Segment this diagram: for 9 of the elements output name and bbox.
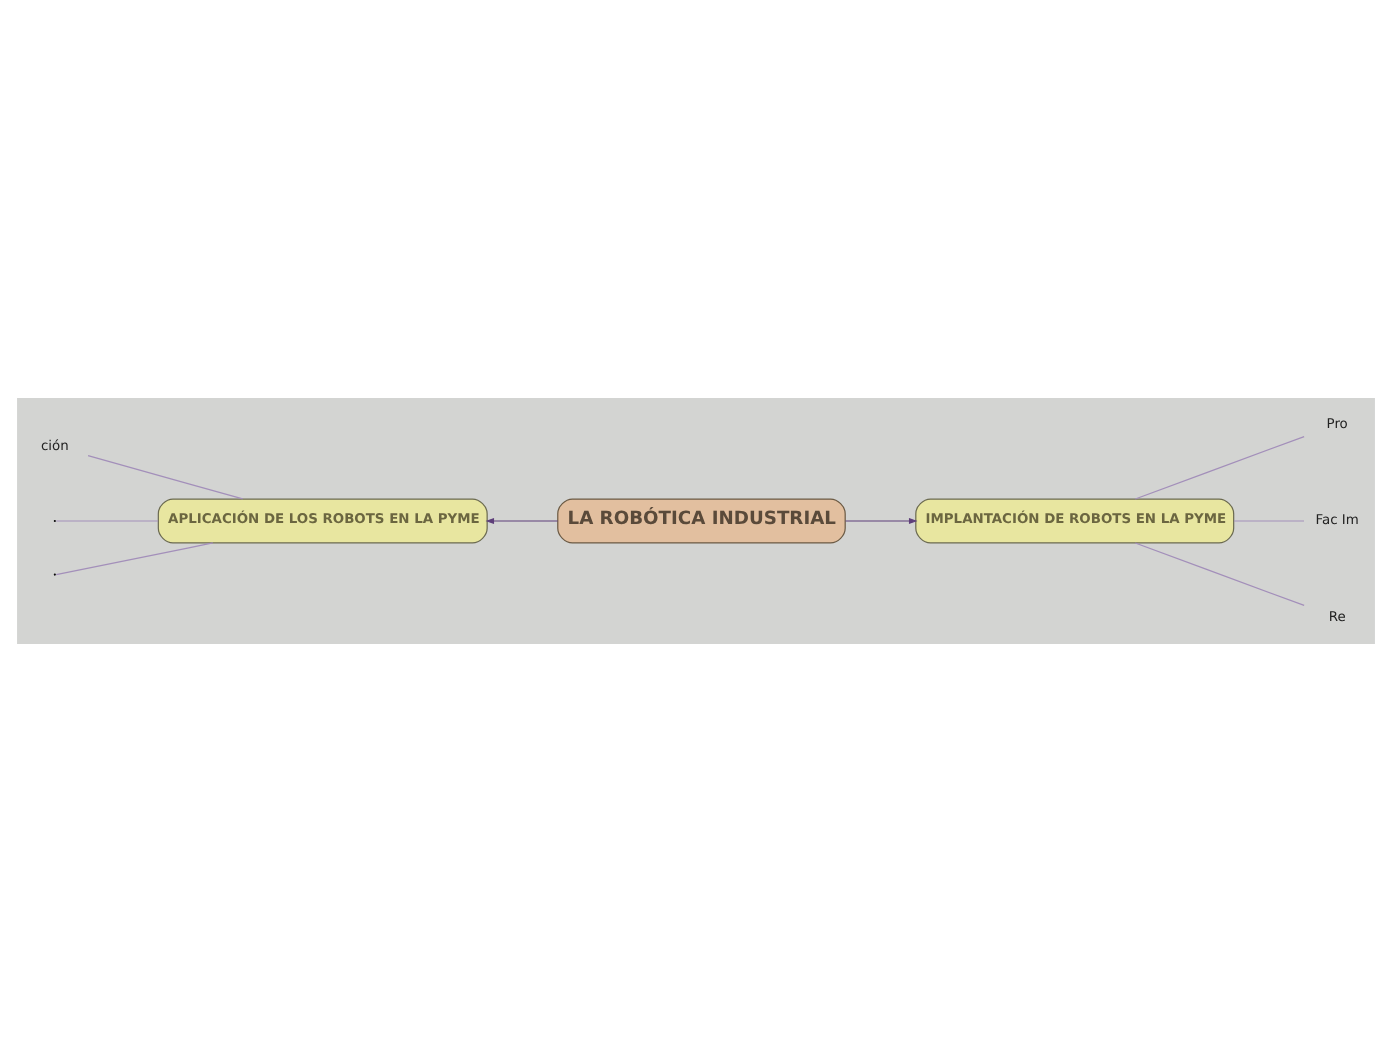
arrow	[844, 517, 918, 523]
connector	[87, 454, 244, 499]
connector	[55, 541, 214, 575]
connector	[1233, 519, 1305, 521]
connector	[55, 519, 159, 521]
connector	[1134, 434, 1305, 499]
connector	[1134, 541, 1305, 606]
arrow	[485, 517, 559, 523]
node-box: LA ROBÓTICA INDUSTRIAL	[557, 497, 846, 543]
